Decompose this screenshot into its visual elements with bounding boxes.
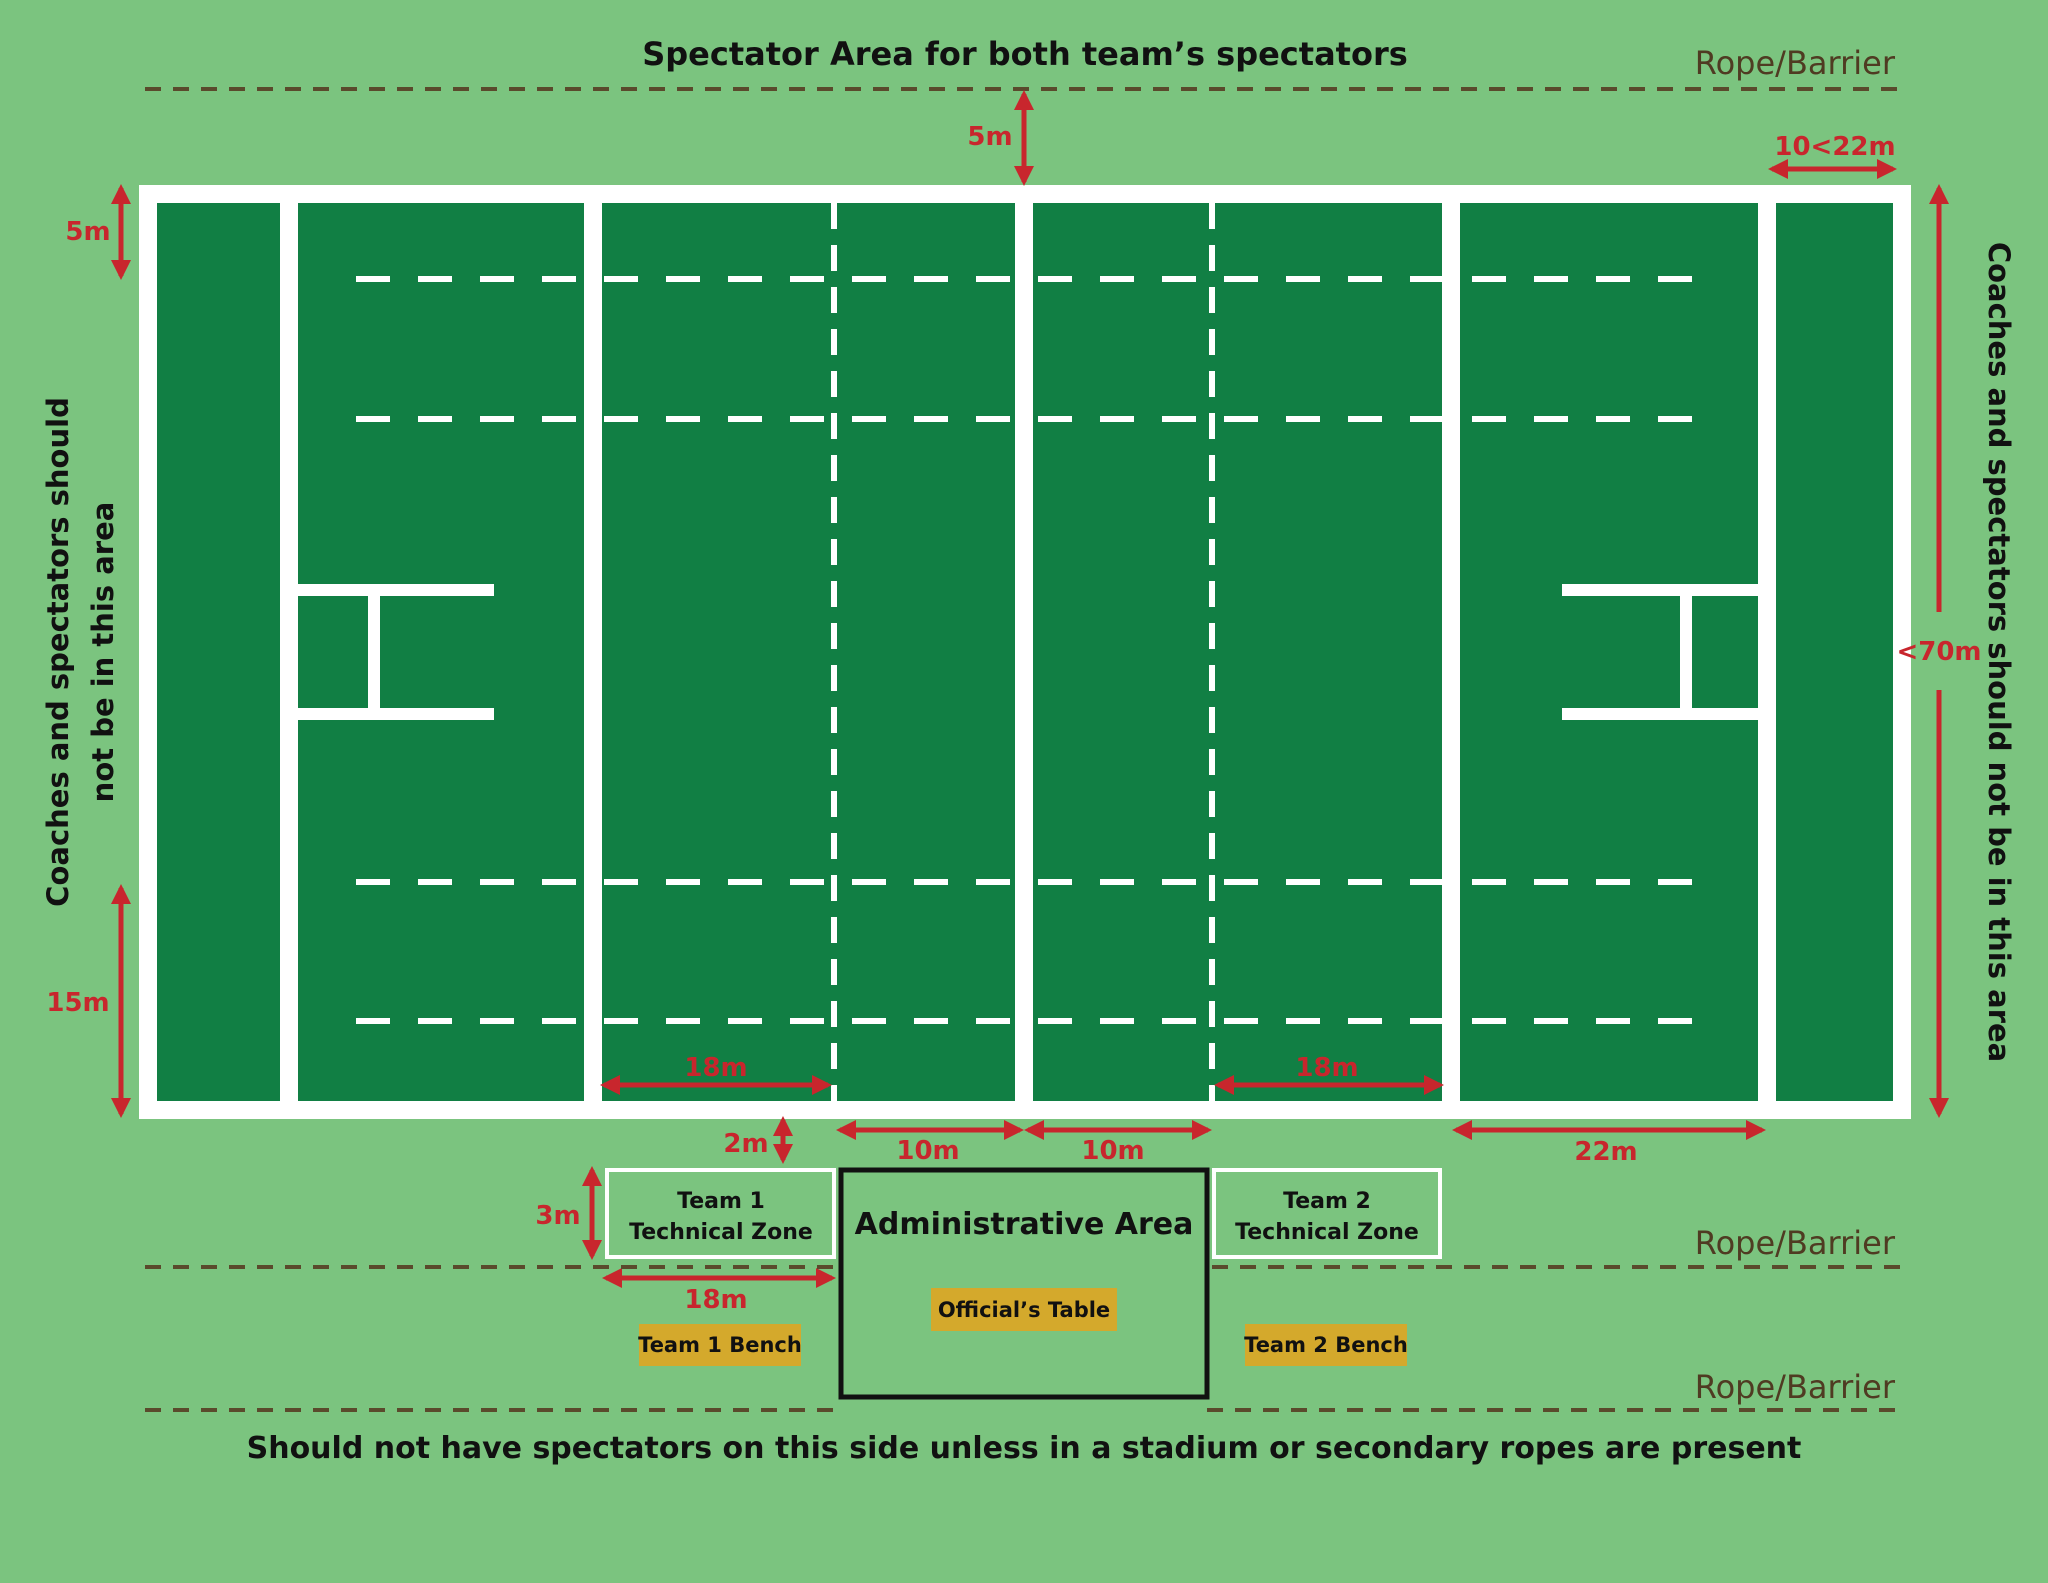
zone-gap-label: 2m	[723, 1129, 768, 1159]
team1-zone-label-line1: Team 1	[677, 1189, 765, 1214]
team2-bench	[1245, 1324, 1407, 1366]
left-bottom-label: 15m	[46, 988, 109, 1018]
right-10m-label: 10m	[1081, 1136, 1144, 1166]
left-top-label: 5m	[65, 217, 110, 247]
officials-table-label: Official’s Table	[938, 1298, 1110, 1322]
width-label: <70m	[1896, 637, 1981, 667]
top-gap-label: 5m	[967, 122, 1012, 152]
spectator-area-label: Spectator Area for both team’s spectator…	[642, 35, 1408, 73]
team1-zone-label-line2: Technical Zone	[629, 1220, 813, 1245]
right-goal-posts	[1562, 584, 1758, 720]
left-18m-label: 18m	[684, 1053, 747, 1083]
right-18m-label: 18m	[1295, 1053, 1358, 1083]
twenty-two-label: 22m	[1574, 1137, 1637, 1167]
zone-length-label: 18m	[684, 1285, 747, 1315]
team1-bench-label: Team 1 Bench	[638, 1333, 802, 1357]
left-goal-posts	[298, 584, 494, 720]
rope-barrier-bottom-label: Rope/Barrier	[1695, 1368, 1896, 1406]
team1-technical-zone	[605, 1168, 836, 1259]
administrative-area-label: Administrative Area	[855, 1207, 1194, 1242]
team2-bench-label: Team 2 Bench	[1244, 1333, 1408, 1357]
left-10m-label: 10m	[896, 1136, 959, 1166]
officials-table	[931, 1288, 1117, 1331]
team1-bench	[639, 1324, 801, 1366]
pitch	[139, 185, 1911, 1119]
dimension-arrows	[111, 90, 1949, 1288]
rope-barrier-middle-label: Rope/Barrier	[1695, 1224, 1896, 1262]
zone-depth-label: 3m	[535, 1201, 580, 1231]
team2-zone-label-line2: Technical Zone	[1235, 1220, 1419, 1245]
in-goal-depth-label: 10<22m	[1774, 132, 1895, 162]
bottom-note: Should not have spectators on this side …	[247, 1431, 1802, 1466]
right-side-note: Coaches and spectators should not be in …	[1982, 242, 2016, 1062]
left-side-note-line2: not be in this area	[86, 502, 120, 803]
rope-barrier-top-label: Rope/Barrier	[1695, 44, 1896, 82]
administrative-area	[838, 1167, 1210, 1400]
team2-zone-label-line1: Team 2	[1283, 1189, 1371, 1214]
team2-technical-zone	[1212, 1168, 1442, 1259]
left-side-note-line1: Coaches and spectators should	[41, 397, 75, 907]
